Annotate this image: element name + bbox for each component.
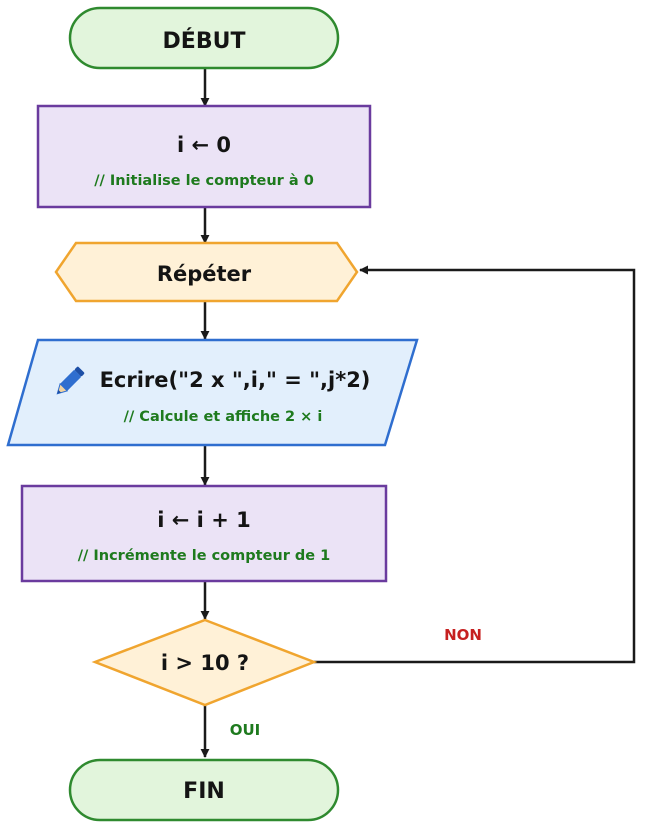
loop-shape <box>54 241 359 303</box>
end-shape <box>68 758 340 822</box>
start-node: DÉBUT <box>68 6 340 70</box>
init-label: i ← 0 <box>177 133 231 157</box>
arrow-loop-back <box>314 265 636 664</box>
write-label: Ecrire("2 x ",i," = ",j*2) <box>100 368 371 392</box>
write-comment: // Calcule et affiche 2 × i <box>124 409 323 425</box>
decision-node: i > 10 ? <box>91 618 318 707</box>
start-label: DÉBUT <box>163 28 246 54</box>
end-node: FIN <box>68 758 340 822</box>
loop-label: Répéter <box>157 262 252 286</box>
increment-shape <box>20 484 388 583</box>
init-node: i ← 0 // Initialise le compteur à 0 <box>36 104 372 209</box>
init-shape <box>36 104 372 209</box>
write-node: Ecrire("2 x ",i," = ",j*2) // Calcule et… <box>6 338 419 447</box>
start-shape <box>68 6 340 70</box>
increment-label: i ← i + 1 <box>157 508 250 532</box>
write-shape <box>6 338 419 447</box>
increment-comment: // Incrémente le compteur de 1 <box>78 548 331 564</box>
increment-node: i ← i + 1 // Incrémente le compteur de 1 <box>20 484 388 583</box>
init-comment: // Initialise le compteur à 0 <box>94 173 314 189</box>
no-branch-label: NON <box>444 626 482 644</box>
yes-branch-label: OUI <box>230 721 261 739</box>
pencil-icon <box>56 366 85 395</box>
loop-node: Répéter <box>54 241 359 303</box>
decision-shape <box>91 618 318 707</box>
end-label: FIN <box>183 779 225 804</box>
connectors <box>200 68 636 758</box>
decision-label: i > 10 ? <box>161 651 249 675</box>
